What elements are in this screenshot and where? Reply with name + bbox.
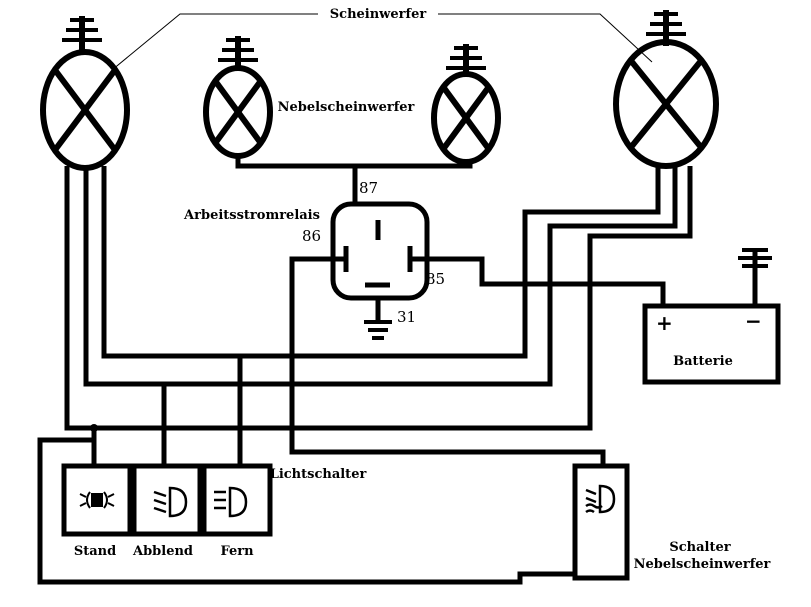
terminal-31-label: 31 bbox=[397, 308, 416, 326]
parking-light-icon bbox=[79, 491, 115, 509]
battery-plus-sign: + bbox=[656, 311, 673, 335]
terminal-86-label: 86 bbox=[302, 227, 321, 245]
relay-85-to-battery bbox=[410, 256, 666, 306]
relay-label: Arbeitsstromrelais bbox=[183, 208, 320, 223]
stand-label: Stand bbox=[74, 544, 116, 559]
fern-label: Fern bbox=[220, 544, 254, 559]
light-switch bbox=[61, 463, 273, 537]
left-fog-light bbox=[203, 36, 273, 159]
left-headlight bbox=[40, 16, 130, 171]
fog-switch bbox=[572, 463, 630, 581]
high-beam-icon bbox=[214, 486, 248, 518]
terminal-87-label: 87 bbox=[359, 179, 378, 197]
fog-switch-label-line1: Schalter bbox=[669, 540, 730, 555]
abblend-label: Abblend bbox=[132, 544, 193, 559]
right-headlight bbox=[613, 10, 719, 169]
terminal-85-label: 85 bbox=[426, 270, 445, 288]
headlight-wiring bbox=[37, 164, 693, 585]
headlights-label: Scheinwerfer bbox=[330, 7, 427, 22]
headlight-leader-lines bbox=[111, 13, 653, 71]
right-fog-light bbox=[431, 44, 501, 165]
battery-label: Batterie bbox=[673, 354, 733, 369]
relay-86-to-fog-switch bbox=[289, 256, 606, 466]
fog-light-icon bbox=[585, 484, 616, 514]
fog-lights-label: Nebelscheinwerfer bbox=[278, 100, 415, 115]
relay bbox=[330, 201, 430, 340]
low-beam-icon bbox=[153, 486, 188, 518]
fog-wiring bbox=[235, 156, 473, 204]
battery bbox=[642, 248, 781, 385]
battery-minus-sign: − bbox=[745, 309, 762, 333]
light-switch-label: Lichtschalter bbox=[270, 467, 367, 482]
fog-switch-label-line2: Nebelscheinwerfer bbox=[634, 557, 771, 572]
